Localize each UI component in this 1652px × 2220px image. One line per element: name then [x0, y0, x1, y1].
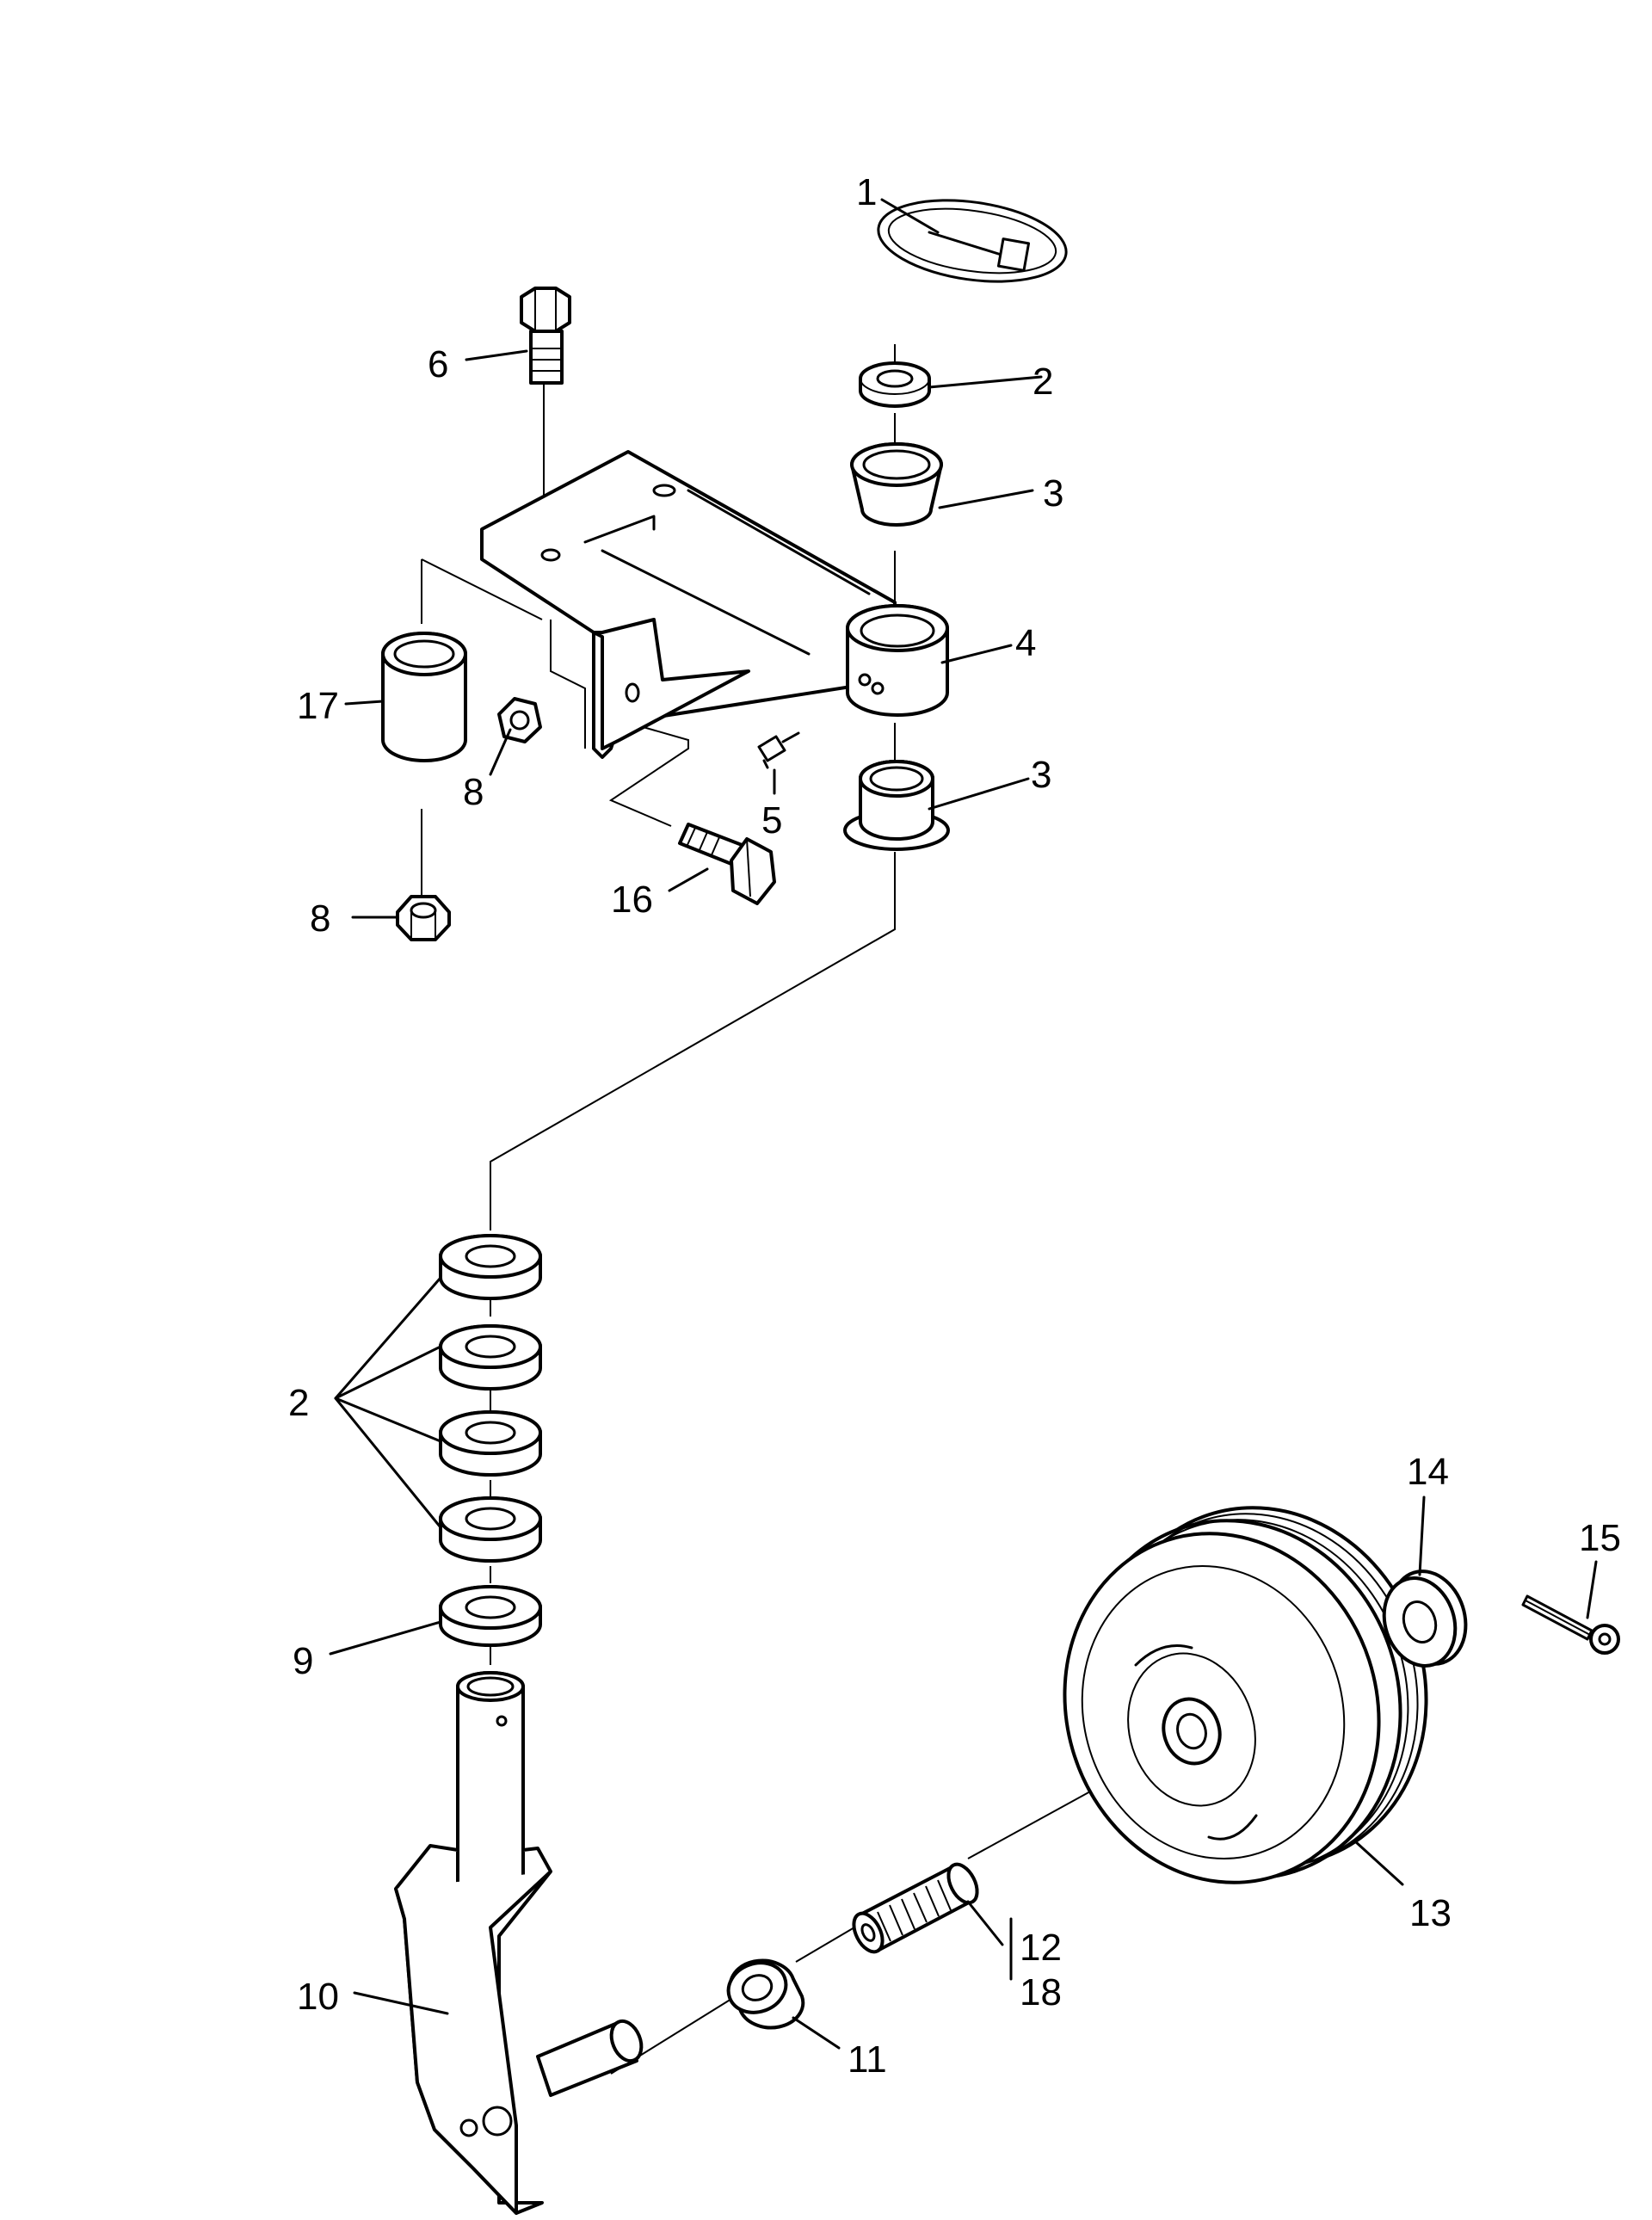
caster-wheel [1063, 1506, 1428, 1884]
hex-nut-upper [497, 697, 542, 743]
callout-5: 5 [761, 799, 782, 842]
callout-11: 11 [848, 2038, 887, 2081]
hex-nut-lower [396, 895, 451, 941]
stack-washer [439, 1410, 542, 1477]
callout-8-lower: 8 [310, 897, 330, 940]
washer-stack [439, 1234, 542, 1647]
thrust-washer [439, 1585, 542, 1647]
callout-6: 6 [428, 343, 448, 385]
callout-13: 13 [1409, 1892, 1452, 1934]
callout-16: 16 [611, 879, 653, 921]
callout-4: 4 [1015, 622, 1036, 664]
callout-14: 14 [1407, 1451, 1449, 1493]
stack-washer [439, 1496, 542, 1563]
stack-washer [439, 1324, 542, 1391]
callout-15: 15 [1579, 1517, 1621, 1559]
washer-top [859, 361, 931, 408]
callout-2-top: 2 [1032, 361, 1053, 403]
callout-1: 1 [856, 171, 877, 213]
callout-leaders [329, 198, 1598, 2050]
callout-8-upper: 8 [463, 771, 484, 813]
hex-bolt-top [520, 287, 571, 385]
flanged-bushing-lower [843, 760, 950, 851]
grease-fitting [757, 731, 800, 769]
roller-bearing [852, 1862, 979, 1954]
callout-18: 18 [1020, 1971, 1062, 2013]
callout-17: 17 [297, 685, 339, 727]
hex-bolt-horizontal [678, 823, 776, 905]
caster-fork [394, 1671, 644, 2215]
flanged-bushing-top [850, 442, 943, 527]
callout-3-top: 3 [1043, 472, 1063, 515]
spacer-sleeve [381, 632, 467, 762]
stack-washer [439, 1234, 542, 1300]
caster-mount-bracket [480, 450, 949, 759]
callout-12: 12 [1020, 1927, 1062, 1969]
lynch-pin [877, 199, 1068, 283]
wheel-washer [1382, 1569, 1468, 1668]
callout-10: 10 [297, 1976, 339, 2018]
axle-spacer [726, 1958, 805, 2030]
callout-2-stack: 2 [288, 1382, 309, 1424]
callout-9: 9 [293, 1640, 313, 1682]
callout-3-lower: 3 [1031, 754, 1051, 796]
cotter-pin [1521, 1594, 1620, 1655]
